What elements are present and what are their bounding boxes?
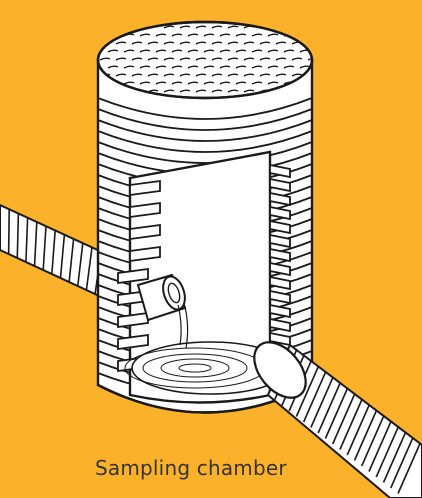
lid-tread bbox=[316, 66, 326, 68]
lid-tread bbox=[292, 26, 302, 28]
inlet-corrugation bbox=[17, 213, 18, 258]
figure-caption: Sampling chamber bbox=[95, 456, 335, 480]
lid-tread bbox=[132, 26, 142, 28]
lid-tread bbox=[316, 82, 326, 84]
lid-tread bbox=[308, 26, 318, 28]
lid-tread bbox=[116, 26, 126, 28]
lid-tread bbox=[316, 50, 326, 52]
lid-tread bbox=[276, 26, 286, 28]
inlet-corrugation bbox=[9, 209, 10, 254]
lid-tread bbox=[300, 34, 310, 36]
lid-tread bbox=[316, 34, 326, 36]
lid-tread bbox=[100, 26, 110, 28]
lid-tread bbox=[108, 34, 118, 36]
lid-tread bbox=[308, 42, 318, 44]
